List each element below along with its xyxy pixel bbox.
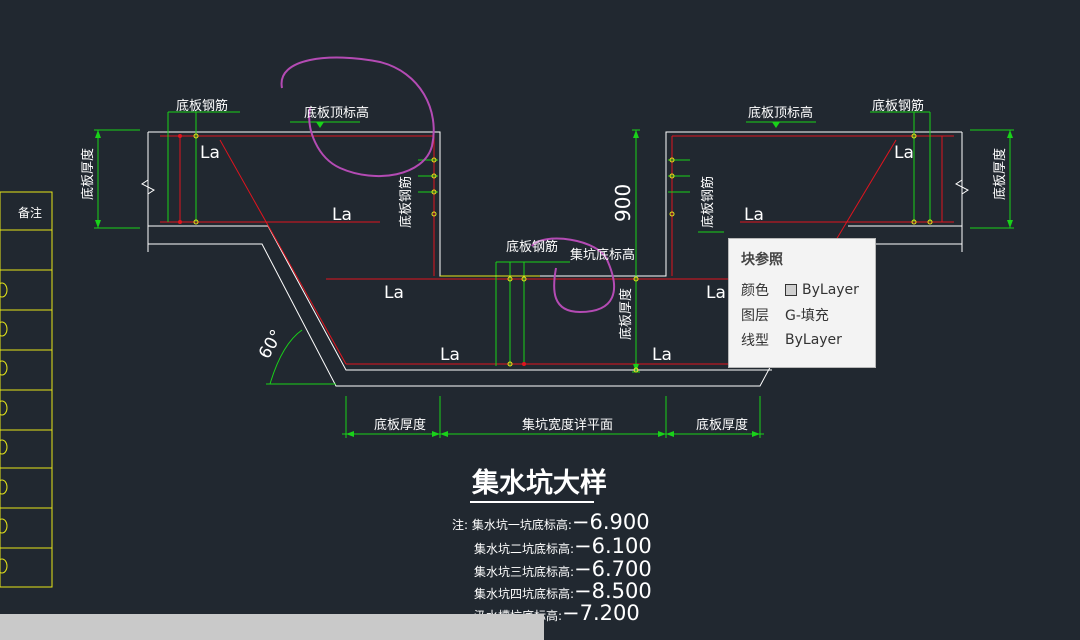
note-value-2: −6.100 [574,534,652,558]
label-thickness-bottom-left: 底板厚度 [374,417,426,433]
status-bar [0,614,544,640]
tooltip-row-linetype: 线型 ByLayer [741,327,863,352]
tooltip-key-layer: 图层 [741,307,769,324]
tooltip-row-layer: 图层 G-填充 [741,302,863,327]
rebar-dots [178,133,933,373]
label-thickness-vertical: 底板厚度 [618,288,634,340]
note-label-4: 集水坑四坑底标高: [474,587,575,601]
la-label-1: La [200,143,220,163]
note-value-4: −8.500 [574,579,652,603]
label-rebar-vertical-left: 底板钢筋 [398,176,414,228]
tooltip-value-linetype: ByLayer [785,331,842,348]
note-label-2: 集水坑二坑底标高: [474,542,575,556]
la-label-7: La [744,205,764,225]
label-rebar-vertical-right: 底板钢筋 [700,176,716,228]
label-pit-rebar: 底板钢筋 [506,239,558,255]
label-bottom-rebar-left: 底板钢筋 [176,98,228,114]
note-label-3: 集水坑三坑底标高: [474,565,575,579]
label-pit-width: 集坑宽度详平面 [522,417,613,433]
note-row-1: 注: 集水坑一坑底标高:−6.900 [452,510,650,534]
color-swatch-icon [785,283,797,296]
tooltip-key-color: 颜色 [741,282,769,299]
drawing-title: 集水坑大样 [471,467,607,499]
label-thickness-left: 底板厚度 [80,148,96,200]
rebar-lines [160,135,954,365]
note-value-1: −6.900 [571,510,650,534]
la-label-8: La [894,143,914,163]
la-label-2: La [332,205,352,225]
side-table: 备注 [0,191,53,588]
note-row-2: 集水坑二坑底标高:−6.100 [474,534,652,558]
label-pit-elev: 集坑底标高 [570,247,635,263]
tooltip-key-linetype: 线型 [741,332,769,349]
note-value-5: −7.200 [562,601,640,625]
label-top-elev-left: 底板顶标高 [304,105,369,121]
la-label-5: La [652,345,672,365]
la-label-4: La [440,345,460,365]
note-value-3: −6.700 [574,557,652,581]
tooltip-value-color: ByLayer [802,281,859,298]
label-thickness-bottom-right: 底板厚度 [696,417,748,433]
label-angle: 60° [255,326,287,362]
note-row-4: 集水坑四坑底标高:−8.500 [474,579,652,603]
note-label-1: 注: 集水坑一坑底标高: [452,518,572,532]
block-reference-tooltip: 块参照 颜色 ByLayer 图层 G-填充 线型 ByLayer [728,238,876,368]
tooltip-value-layer: G-填充 [785,307,829,324]
dimension-lines [94,111,1014,438]
dim-900: 900 [611,184,635,222]
label-top-elev-right: 底板顶标高 [748,105,813,121]
note-row-3: 集水坑三坑底标高:−6.700 [474,557,652,581]
side-table-header: 备注 [18,205,42,220]
label-thickness-right: 底板厚度 [992,148,1008,200]
tooltip-title: 块参照 [741,252,783,268]
la-label-6: La [706,283,726,303]
tooltip-row-color: 颜色 ByLayer [741,277,863,302]
markup-annotations [280,56,616,314]
label-bottom-rebar-right: 底板钢筋 [872,98,924,114]
la-label-3: La [384,283,404,303]
